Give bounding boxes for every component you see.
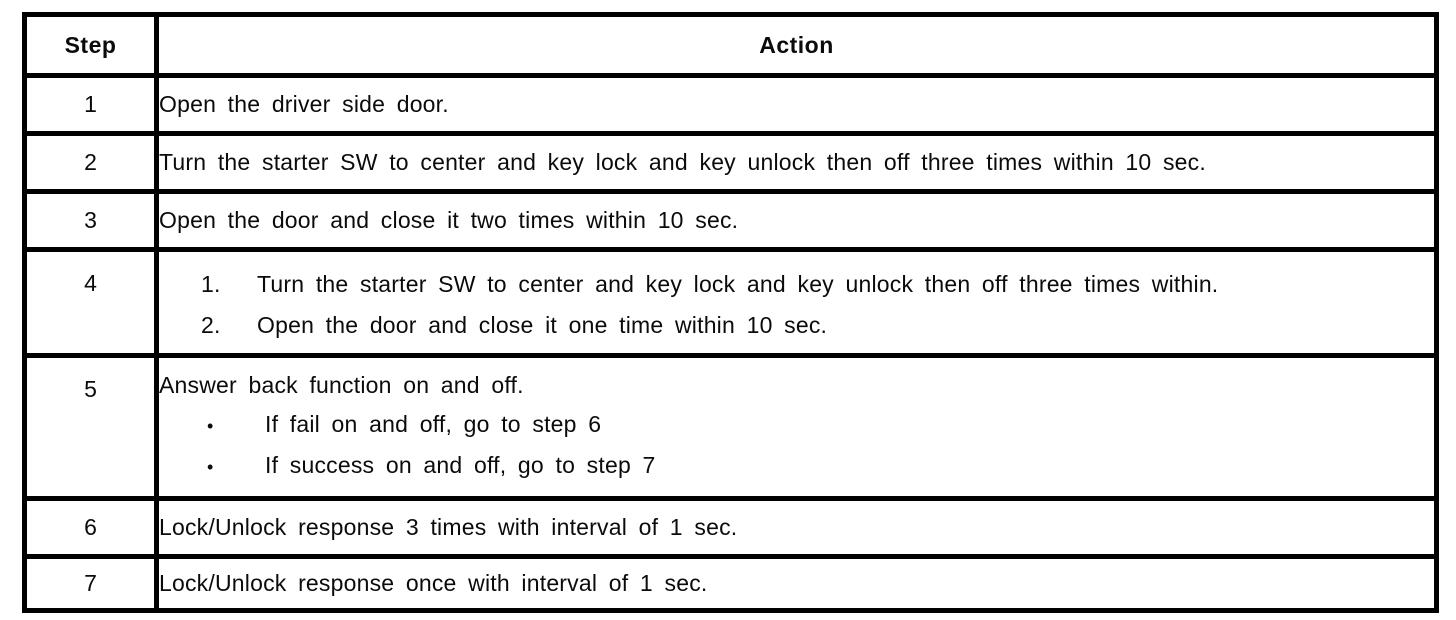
column-header-action: Action bbox=[154, 12, 1439, 78]
action-text: Lock/Unlock response once with interval … bbox=[154, 554, 1439, 613]
table-header-row: Step Action bbox=[22, 12, 1439, 78]
action-text: Lock/Unlock response 3 times with interv… bbox=[154, 496, 1439, 559]
table-row-step-3: 3 Open the door and close it two times w… bbox=[22, 189, 1439, 252]
bullet-icon: • bbox=[207, 416, 214, 436]
numbered-item: 1. Turn the starter SW to center and key… bbox=[159, 271, 1434, 298]
action-cell: Answer back function on and off. • If fa… bbox=[154, 353, 1439, 501]
table-row-step-2: 2 Turn the starter SW to center and key … bbox=[22, 131, 1439, 194]
table-row-step-5: 5 Answer back function on and off. • If … bbox=[22, 353, 1439, 501]
step-number: 5 bbox=[22, 353, 159, 501]
bullet-icon: • bbox=[207, 457, 214, 477]
item-number: 1. bbox=[201, 271, 221, 297]
numbered-item: 2. Open the door and close it one time w… bbox=[159, 312, 1434, 339]
table-row-step-7: 7 Lock/Unlock response once with interva… bbox=[22, 554, 1439, 613]
table-row-step-1: 1 Open the driver side door. bbox=[22, 73, 1439, 136]
action-cell: 1. Turn the starter SW to center and key… bbox=[154, 247, 1439, 358]
item-number: 2. bbox=[201, 312, 221, 338]
action-text: Turn the starter SW to center and key lo… bbox=[154, 131, 1439, 194]
table-row-step-4: 4 1. Turn the starter SW to center and k… bbox=[22, 247, 1439, 358]
column-header-step: Step bbox=[22, 12, 159, 78]
step-number: 2 bbox=[22, 131, 159, 194]
item-text: Open the door and close it one time with… bbox=[257, 312, 828, 338]
step-number: 6 bbox=[22, 496, 159, 559]
step-number: 3 bbox=[22, 189, 159, 252]
bullet-item: • If success on and off, go to step 7 bbox=[159, 452, 1434, 479]
item-text: Turn the starter SW to center and key lo… bbox=[257, 271, 1219, 297]
procedure-table: Step Action 1 Open the driver side door.… bbox=[22, 12, 1439, 613]
action-text: Answer back function on and off. bbox=[159, 372, 524, 398]
action-text: Open the door and close it two times wit… bbox=[154, 189, 1439, 252]
step-number: 7 bbox=[22, 554, 159, 613]
step-number: 1 bbox=[22, 73, 159, 136]
table-row-step-6: 6 Lock/Unlock response 3 times with inte… bbox=[22, 496, 1439, 559]
action-text: Open the driver side door. bbox=[154, 73, 1439, 136]
step-number: 4 bbox=[22, 247, 159, 358]
item-text: If fail on and off, go to step 6 bbox=[265, 411, 602, 437]
item-text: If success on and off, go to step 7 bbox=[265, 452, 656, 478]
bullet-item: • If fail on and off, go to step 6 bbox=[159, 411, 1434, 438]
